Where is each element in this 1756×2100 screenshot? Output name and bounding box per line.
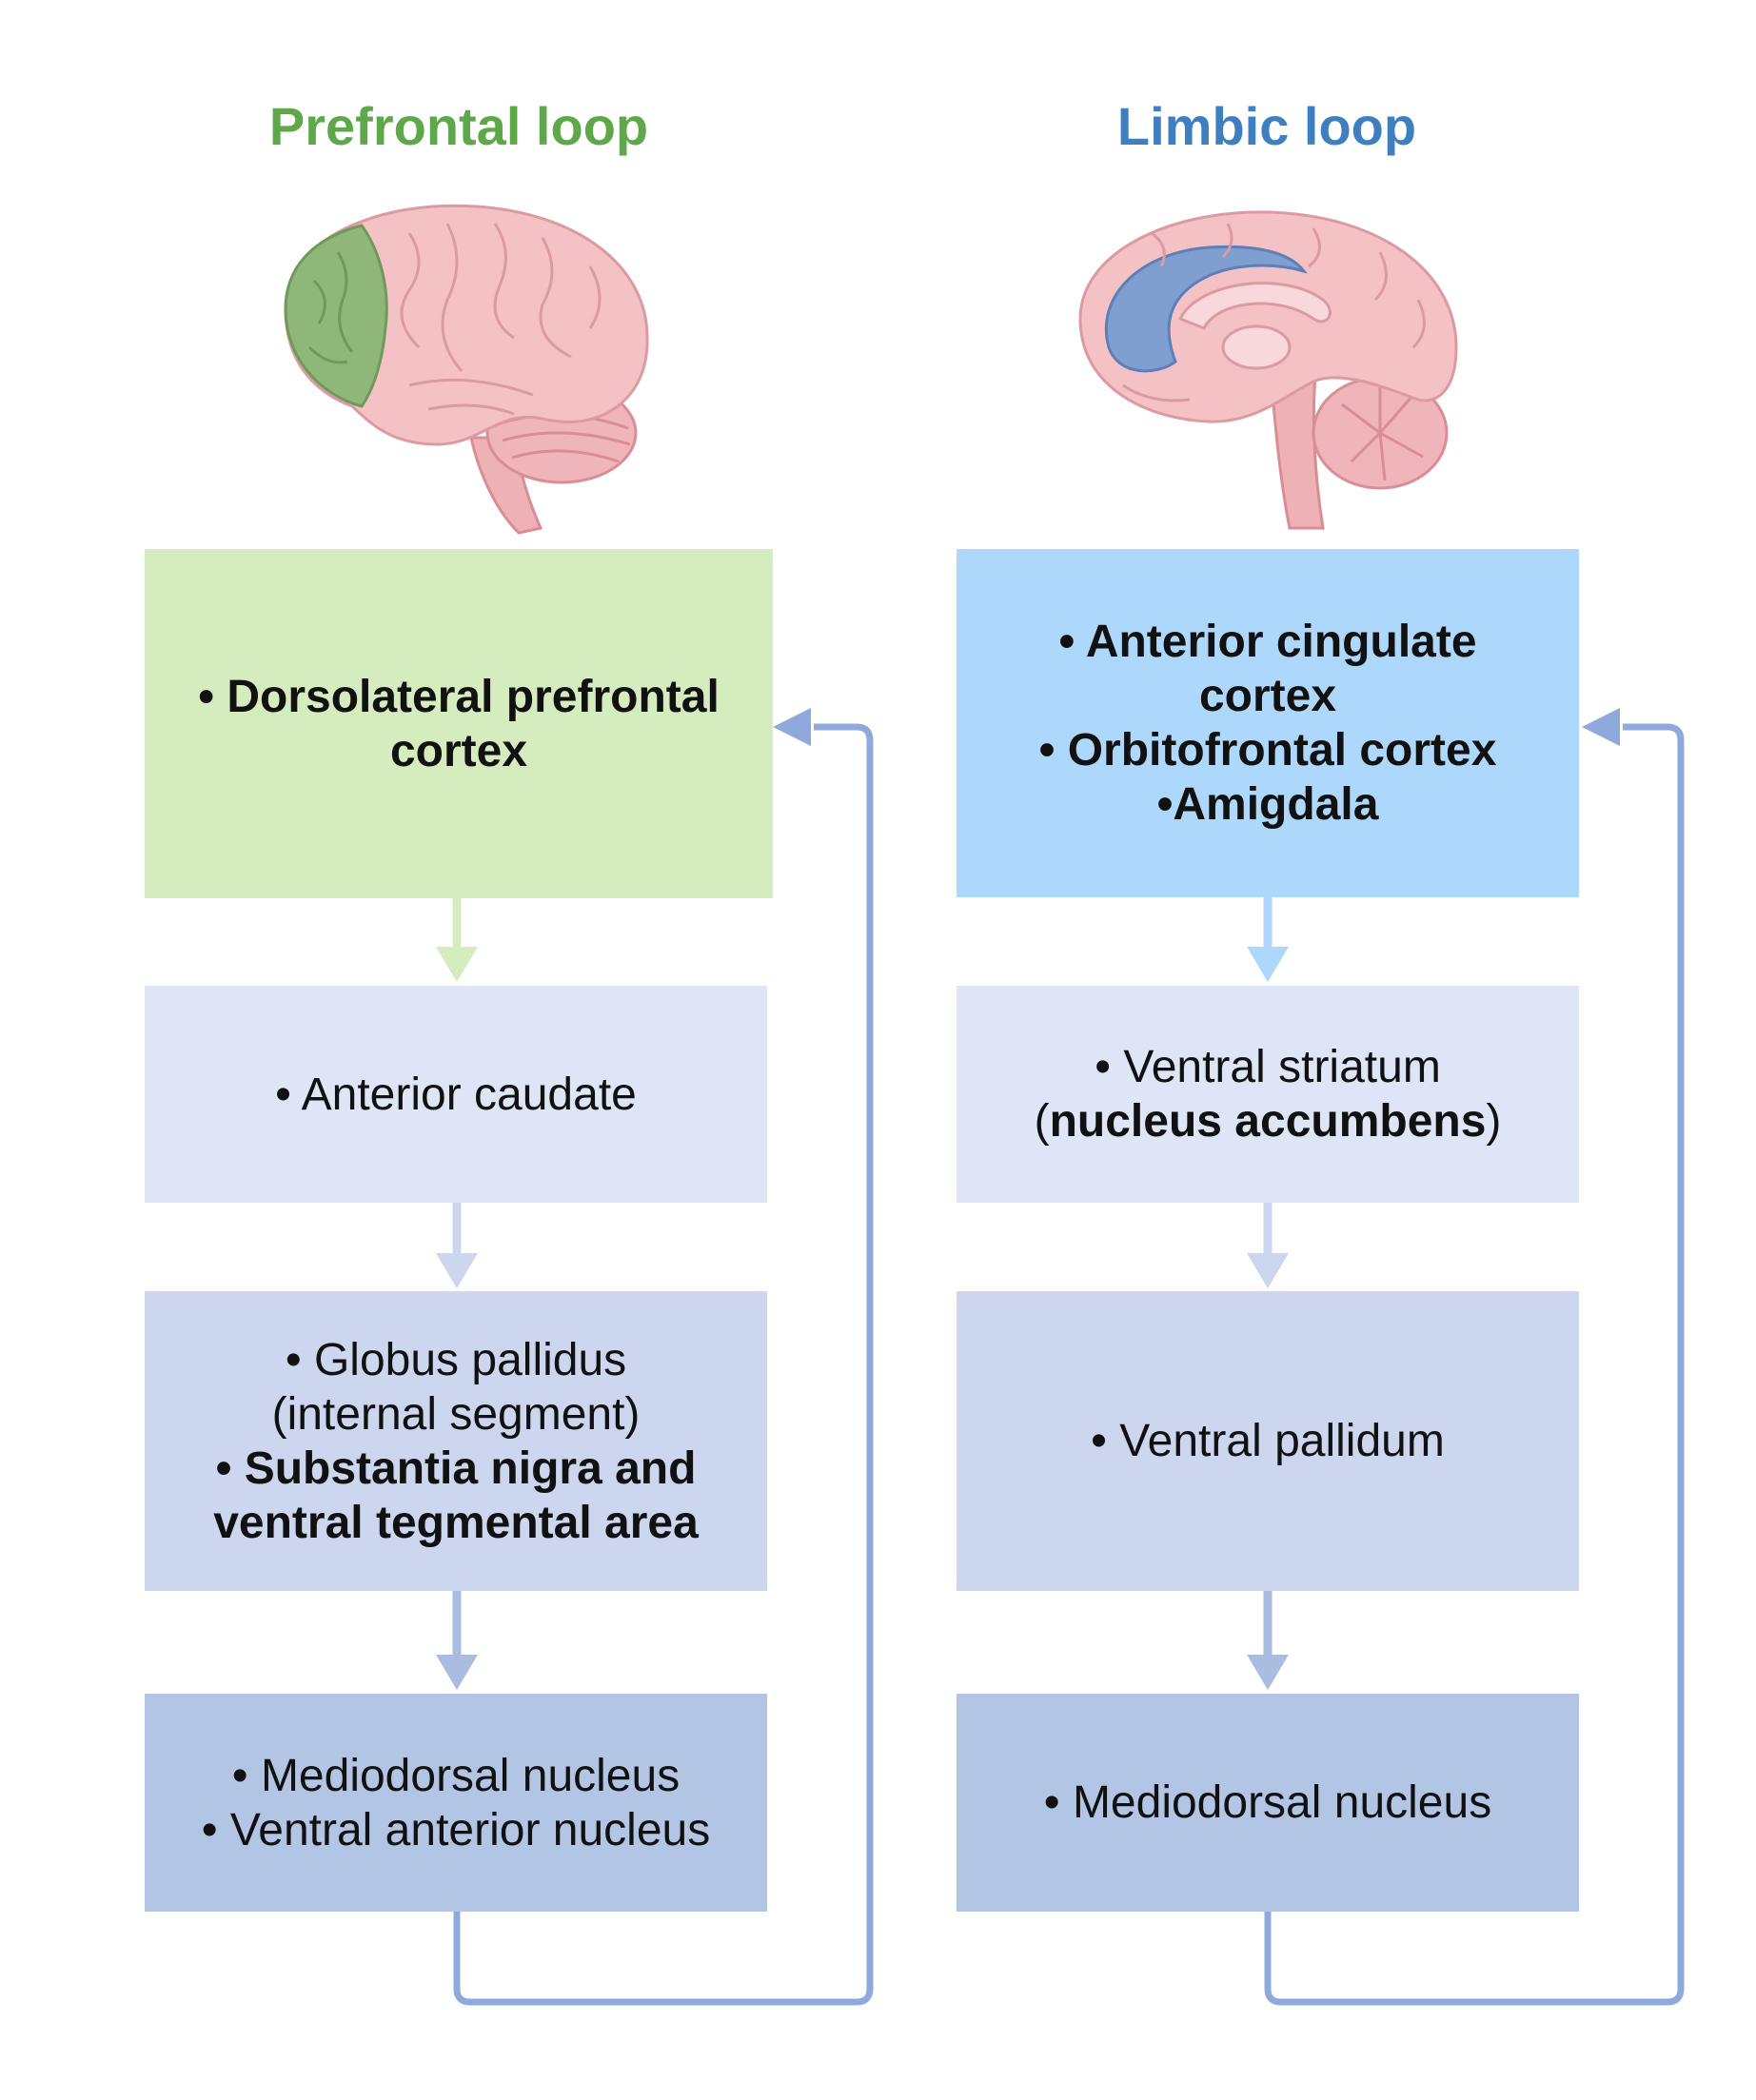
prefrontal-arrow-pallidum-to-thalamus <box>436 1591 478 1690</box>
limbic-arrow-cortex-to-striatum <box>1247 897 1289 982</box>
limbic-box2-close-paren: ) <box>1486 1096 1502 1147</box>
prefrontal-box3-line1: • Globus pallidus <box>285 1334 627 1385</box>
limbic-pallidum-box: • Ventral pallidum <box>957 1291 1579 1591</box>
prefrontal-striatum-box: • Anterior caudate <box>145 986 767 1203</box>
prefrontal-box1-line2: cortex <box>389 725 528 776</box>
limbic-box1-line2: cortex <box>1198 671 1337 721</box>
midsagittal-brain-illustration <box>1078 210 1458 530</box>
prefrontal-box1-line1: • Dorsolateral prefrontal <box>198 671 720 722</box>
prefrontal-cortex-box: • Dorsolateral prefrontal cortex <box>145 549 773 898</box>
prefrontal-box4-line2: • Ventral anterior nucleus <box>201 1804 711 1855</box>
prefrontal-arrow-cortex-to-striatum <box>436 898 478 982</box>
limbic-box2-line2: (nucleus accumbens) <box>1035 1094 1502 1148</box>
nucleus-accumbens-label: nucleus accumbens <box>1049 1096 1487 1147</box>
limbic-loop-title: Limbic loop <box>1116 96 1417 156</box>
prefrontal-box2-line1: • Anterior caudate <box>275 1069 637 1120</box>
prefrontal-feedback-arrow <box>453 708 874 2006</box>
limbic-box1-line4: •Amigdala <box>1156 779 1379 830</box>
limbic-cortex-box: • Anterior cingulate cortex • Orbitofron… <box>957 549 1579 897</box>
limbic-box1-line1: • Anterior cingulate <box>1058 617 1477 667</box>
limbic-arrow-striatum-to-pallidum <box>1247 1203 1289 1288</box>
prefrontal-box4-line1: • Mediodorsal nucleus <box>231 1750 681 1801</box>
limbic-arrow-pallidum-to-thalamus <box>1247 1591 1289 1690</box>
prefrontal-pallidum-box: • Globus pallidus (internal segment) • S… <box>145 1291 767 1591</box>
limbic-box4-line1: • Mediodorsal nucleus <box>1043 1777 1492 1828</box>
limbic-box2-open-paren: ( <box>1034 1096 1050 1147</box>
prefrontal-box3-line4: ventral tegmental area <box>213 1497 699 1548</box>
prefrontal-box3-line2: (internal segment) <box>271 1388 641 1440</box>
limbic-feedback-arrow <box>1264 708 1685 2006</box>
limbic-box1-line3: • Orbitofrontal cortex <box>1038 725 1497 775</box>
limbic-striatum-box: • Ventral striatum (nucleus accumbens) <box>957 986 1579 1203</box>
limbic-box3-line1: • Ventral pallidum <box>1091 1416 1445 1466</box>
prefrontal-thalamus-box: • Mediodorsal nucleus • Ventral anterior… <box>145 1694 767 1912</box>
limbic-thalamus-box: • Mediodorsal nucleus <box>957 1694 1579 1912</box>
lateral-brain-illustration <box>284 204 649 535</box>
prefrontal-box3-line3: • Substantia nigra and <box>215 1443 697 1494</box>
prefrontal-loop-title: Prefrontal loop <box>268 96 649 156</box>
limbic-box2-line1: • Ventral striatum <box>1095 1042 1441 1092</box>
prefrontal-arrow-striatum-to-pallidum <box>436 1203 478 1288</box>
